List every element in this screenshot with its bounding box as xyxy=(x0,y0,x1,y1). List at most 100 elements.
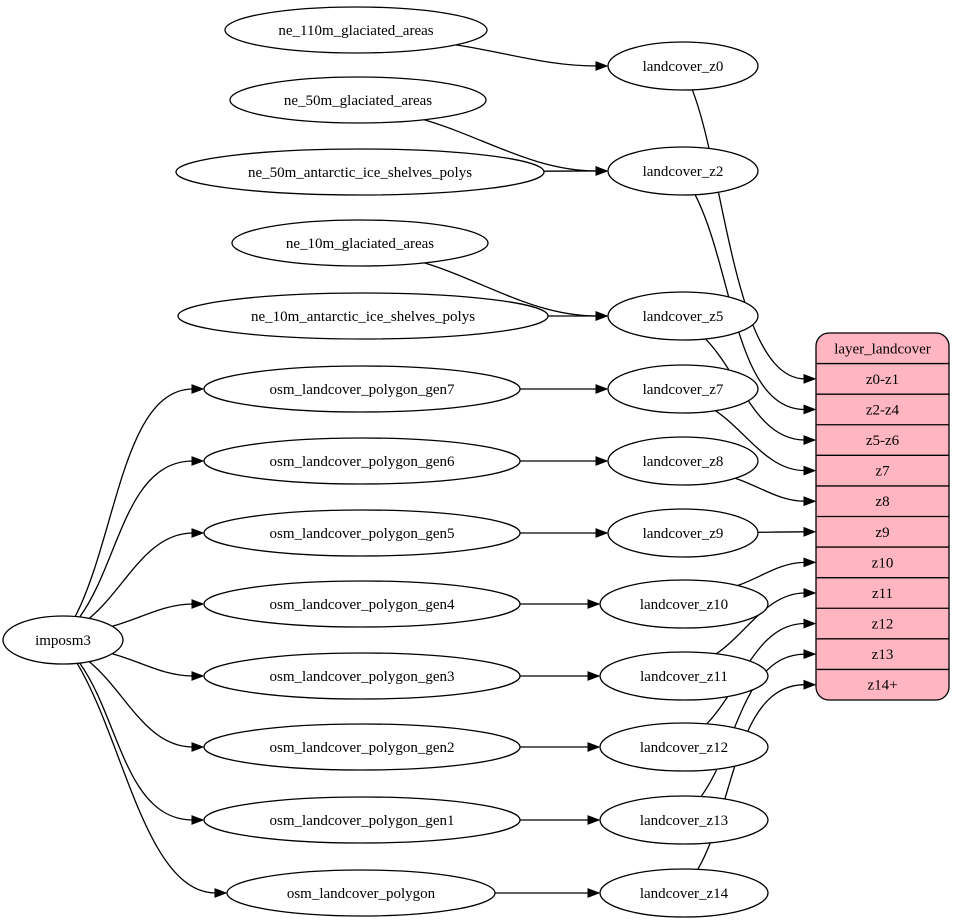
arrowhead-icon xyxy=(191,384,205,394)
node-label-landcover_z5: landcover_z5 xyxy=(643,309,724,325)
arrowhead-icon xyxy=(587,815,601,825)
arrowhead-icon xyxy=(595,61,609,71)
node-osm_landcover_polygon_gen1 xyxy=(203,796,521,844)
arrowhead-icon xyxy=(803,557,817,568)
arrowhead-icon xyxy=(595,384,609,394)
arrowhead-icon xyxy=(191,815,205,825)
node-landcover_z0 xyxy=(607,41,759,91)
node-osm_landcover_polygon_gen5 xyxy=(203,509,521,557)
node-ne_10m_glaciated_areas xyxy=(231,219,489,267)
nodes-layer: imposm3 ne_110m_glaciated_areas ne_50m_gla… xyxy=(2,6,769,918)
arrowhead-icon xyxy=(803,465,817,476)
node-label-ne_10m_glaciated_areas: ne_10m_glaciated_areas xyxy=(286,236,434,252)
node-label-ne_10m_antarctic_ice_shelves_polys: ne_10m_antarctic_ice_shelves_polys xyxy=(251,309,475,325)
edge-ne_50m_glaciated_areas--landcover_z2 xyxy=(424,119,598,172)
arrowhead-icon xyxy=(214,888,228,898)
node-label-osm_landcover_polygon_gen5: osm_landcover_polygon_gen5 xyxy=(270,526,455,542)
arrowhead-icon xyxy=(191,599,205,609)
node-ne_110m_glaciated_areas xyxy=(224,6,488,54)
node-label-osm_landcover_polygon_gen3: osm_landcover_polygon_gen3 xyxy=(270,669,455,685)
node-label-landcover_z0: landcover_z0 xyxy=(643,59,724,75)
arrowhead-icon xyxy=(803,373,817,384)
arrowhead-icon xyxy=(803,404,817,415)
record-row-z2-z4: z2-z4 xyxy=(866,402,900,418)
node-label-osm_landcover_polygon_gen6: osm_landcover_polygon_gen6 xyxy=(270,454,455,470)
node-label-landcover_z2: landcover_z2 xyxy=(643,164,724,180)
node-label-landcover_z14: landcover_z14 xyxy=(640,886,729,902)
node-landcover_z7 xyxy=(607,364,759,414)
arrowhead-icon xyxy=(803,588,817,598)
node-label-ne_110m_glaciated_areas: ne_110m_glaciated_areas xyxy=(278,23,433,39)
arrowhead-icon xyxy=(191,671,205,681)
edge-landcover_z8--layer_landcover:z8 xyxy=(734,477,806,502)
record-row-z0-z1: z0-z1 xyxy=(866,372,899,388)
node-label-landcover_z10: landcover_z10 xyxy=(640,597,728,613)
node-label-landcover_z12: landcover_z12 xyxy=(640,740,728,756)
arrowhead-icon xyxy=(587,888,601,898)
edge-imposm3--osm_landcover_polygon_gen4 xyxy=(112,603,194,627)
node-ne_50m_glaciated_areas xyxy=(229,76,487,124)
record-row-z13: z13 xyxy=(872,647,894,663)
node-ne_50m_antarctic_ice_shelves_polys xyxy=(175,148,545,196)
edge-imposm3--osm_landcover_polygon_gen7 xyxy=(74,388,194,617)
node-label-osm_landcover_polygon_gen4: osm_landcover_polygon_gen4 xyxy=(270,597,455,613)
record-row-z12: z12 xyxy=(872,617,894,633)
node-label-imposm3: imposm3 xyxy=(35,633,91,649)
record-row-z9: z9 xyxy=(875,525,889,541)
node-osm_landcover_polygon_gen4 xyxy=(203,580,521,628)
node-label-landcover_z7: landcover_z7 xyxy=(643,382,724,398)
arrowhead-icon xyxy=(803,679,817,690)
node-ne_10m_antarctic_ice_shelves_polys xyxy=(177,292,549,340)
node-osm_landcover_polygon_gen2 xyxy=(203,723,521,771)
edge-landcover_z10--layer_landcover:z10 xyxy=(737,561,806,587)
node-landcover_z10 xyxy=(599,579,769,629)
node-landcover_z14 xyxy=(599,868,769,918)
arrowhead-icon xyxy=(803,649,817,660)
arrowhead-icon xyxy=(587,742,601,752)
record-row-z5-z6: z5-z6 xyxy=(866,433,900,449)
arrowhead-icon xyxy=(803,435,817,445)
record-layer: layer_landcoverz0-z1z2-z4z5-z6z7z8z9z10z… xyxy=(815,332,950,701)
edge-imposm3--osm_landcover_polygon_gen2 xyxy=(88,661,194,748)
arrowhead-icon xyxy=(587,671,601,681)
edge-landcover_z7--layer_landcover:z7 xyxy=(715,410,806,472)
arrowhead-icon xyxy=(803,618,817,629)
record-row-z11: z11 xyxy=(872,586,893,602)
node-label-landcover_z9: landcover_z9 xyxy=(643,526,724,542)
node-osm_landcover_polygon_gen7 xyxy=(203,365,521,413)
node-label-landcover_z8: landcover_z8 xyxy=(643,454,724,470)
node-label-ne_50m_glaciated_areas: ne_50m_glaciated_areas xyxy=(284,93,432,109)
edge-imposm3--osm_landcover_polygon_gen5 xyxy=(88,532,194,619)
record-row-z14+: z14+ xyxy=(867,678,897,694)
arrowhead-icon xyxy=(587,599,601,609)
node-landcover_z11 xyxy=(599,651,769,701)
node-label-ne_50m_antarctic_ice_shelves_polys: ne_50m_antarctic_ice_shelves_polys xyxy=(248,165,472,181)
node-landcover_z2 xyxy=(607,146,759,196)
arrowhead-icon xyxy=(803,526,817,537)
node-label-osm_landcover_polygon_gen7: osm_landcover_polygon_gen7 xyxy=(270,382,455,398)
node-label-osm_landcover_polygon: osm_landcover_polygon xyxy=(287,886,436,902)
node-osm_landcover_polygon xyxy=(226,869,496,917)
edge-landcover_z9--layer_landcover:z9 xyxy=(757,531,806,533)
arrowhead-icon xyxy=(595,311,609,321)
edge-landcover_z5--layer_landcover:z5-z6 xyxy=(705,338,806,441)
node-landcover_z5 xyxy=(607,291,759,341)
edge-ne_110m_glaciated_areas--landcover_z0 xyxy=(455,44,598,67)
node-osm_landcover_polygon_gen6 xyxy=(203,437,521,485)
record-title: layer_landcover xyxy=(834,341,931,357)
arrowhead-icon xyxy=(191,528,205,538)
node-landcover_z9 xyxy=(607,508,759,558)
node-label-osm_landcover_polygon_gen1: osm_landcover_polygon_gen1 xyxy=(270,813,455,829)
arrowhead-icon xyxy=(595,528,609,538)
node-landcover_z8 xyxy=(607,436,759,486)
edge-imposm3--osm_landcover_polygon_gen1 xyxy=(79,662,194,821)
node-label-landcover_z13: landcover_z13 xyxy=(640,813,728,829)
record-row-z10: z10 xyxy=(872,555,894,571)
arrowhead-icon xyxy=(595,166,609,176)
node-label-landcover_z11: landcover_z11 xyxy=(640,669,728,685)
edge-landcover_z0--layer_landcover:z0-z1 xyxy=(691,89,806,380)
arrowhead-icon xyxy=(595,456,609,466)
node-landcover_z13 xyxy=(599,795,769,845)
